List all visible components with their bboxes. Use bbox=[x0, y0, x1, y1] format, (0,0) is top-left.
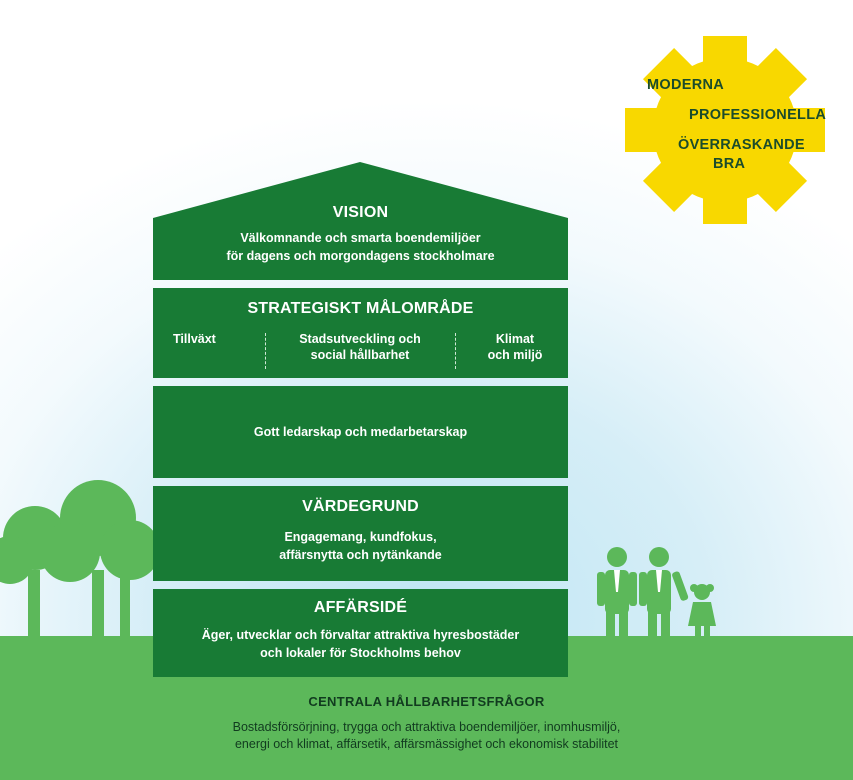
values-title: VÄRDEGRUND bbox=[302, 498, 419, 515]
sun-word-4: BRA bbox=[713, 156, 746, 172]
sun-word-1: MODERNA bbox=[647, 77, 725, 93]
strategic-col-urban-line-1: Stadsutveckling och bbox=[299, 332, 421, 346]
vision-title: VISION bbox=[332, 204, 389, 221]
sun-gear-icon bbox=[625, 36, 825, 224]
strategic-divider-1 bbox=[265, 333, 266, 369]
leadership-text: Gott ledarskap och medarbetarskap bbox=[253, 425, 468, 439]
values-section: VÄRDEGRUND Engagemang, kundfokus, affärs… bbox=[153, 486, 568, 581]
foundation-body: Bostadsförsörjning, trygga och attraktiv… bbox=[0, 719, 853, 753]
business-line-1: Äger, utvecklar och förvaltar attraktiva… bbox=[201, 628, 520, 642]
strategic-col-climate: Klimat och miljö bbox=[465, 331, 565, 363]
sun-word-3: ÖVERRASKANDE bbox=[678, 137, 805, 153]
foundation-line-2: energi och klimat, affärsetik, affärsmäs… bbox=[234, 737, 619, 751]
strategic-divider-2 bbox=[455, 333, 456, 369]
strategic-col-urban-line-2: social hållbarhet bbox=[310, 348, 410, 362]
business-title: AFFÄRSIDÉ bbox=[313, 599, 408, 616]
strategic-col-growth: Tillväxt bbox=[173, 332, 216, 346]
strategic-col-urban: Stadsutveckling och social hållbarhet bbox=[265, 331, 455, 363]
leadership-section: Gott ledarskap och medarbetarskap bbox=[153, 386, 568, 478]
business-line-2: och lokaler för Stockholms behov bbox=[260, 646, 461, 660]
strategic-title: STRATEGISKT MÅLOMRÅDE bbox=[247, 300, 474, 317]
strategic-section: STRATEGISKT MÅLOMRÅDE Tillväxt Stadsutve… bbox=[153, 288, 568, 378]
business-section: AFFÄRSIDÉ Äger, utvecklar och förvaltar … bbox=[153, 589, 568, 677]
foundation-title: CENTRALA HÅLLBARHETSFRÅGOR bbox=[308, 694, 545, 709]
trees-illustration bbox=[0, 480, 160, 650]
foundation-line-1: Bostadsförsörjning, trygga och attraktiv… bbox=[232, 720, 621, 734]
vision-line-1: Välkomnande och smarta boendemiljöer bbox=[240, 231, 481, 245]
vision-line-2: för dagens och morgondagens stockholmare bbox=[226, 249, 495, 263]
values-line-2: affärsnytta och nytänkande bbox=[279, 548, 442, 562]
house-roof bbox=[153, 162, 568, 280]
values-line-1: Engagemang, kundfokus, bbox=[284, 530, 437, 544]
strategic-col-climate-line-1: Klimat bbox=[495, 332, 535, 346]
vision-section: VISION Välkomnande och smarta boendemilj… bbox=[153, 162, 568, 280]
family-people-icon bbox=[597, 547, 716, 645]
strategic-col-climate-line-2: och miljö bbox=[487, 348, 543, 362]
sun-word-2: PROFESSIONELLA bbox=[689, 107, 827, 123]
